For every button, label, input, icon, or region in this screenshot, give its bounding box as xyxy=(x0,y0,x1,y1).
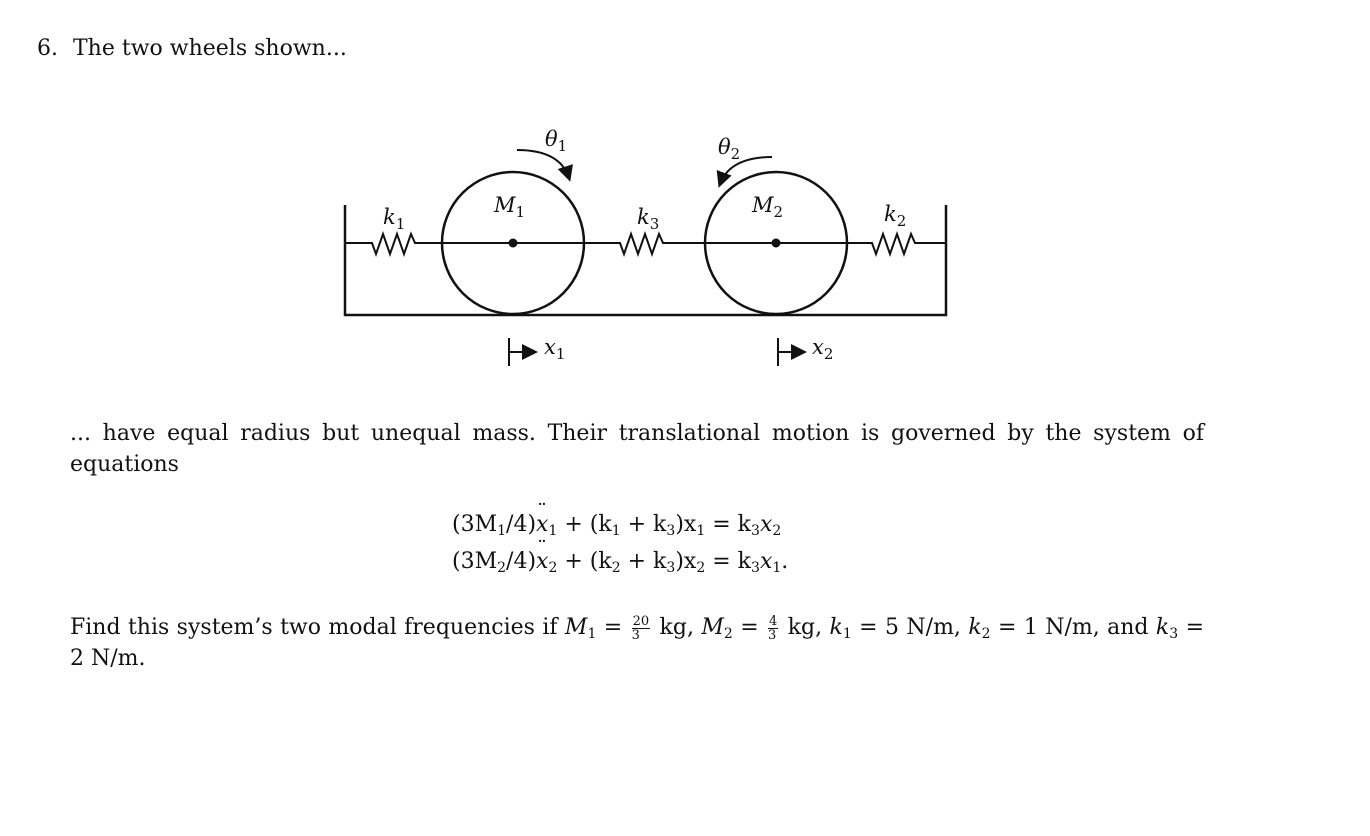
theta1-label: θ1 xyxy=(545,127,567,155)
x1-label: x1 xyxy=(544,335,565,363)
theta2-arrow xyxy=(716,156,773,188)
theta1-arrow xyxy=(516,149,573,182)
k1-label: k1 xyxy=(383,205,405,233)
k2-label: k2 xyxy=(884,202,906,230)
description-paragraph: ... have equal radius but unequal mass. … xyxy=(70,421,1204,477)
x2-marker xyxy=(777,338,803,366)
problem-number: 6. xyxy=(37,36,58,61)
k3-label: k3 xyxy=(637,205,659,233)
two-wheel-spring-diagram: θ1 θ2 M1 M2 k1 k3 k2 x1 x2 xyxy=(343,127,948,375)
m2-label: M2 xyxy=(751,193,783,221)
spring-k1 xyxy=(345,230,513,258)
ground-frame xyxy=(343,205,948,317)
m1-label: M1 xyxy=(493,193,525,221)
equation-system: (3M1/4)x1 + (k1 + k3)x1 = k3x2 (3M2/4)x2… xyxy=(452,493,788,580)
problem-lead-in: The two wheels shown... xyxy=(73,36,347,61)
spring-k2 xyxy=(776,230,946,258)
x1-marker xyxy=(508,338,534,366)
question-paragraph: Find this system’s two modal frequencies… xyxy=(70,613,1205,672)
theta2-label: θ2 xyxy=(718,135,740,163)
equation-2: (3M2/4)x2 + (k2 + k3)x2 = k3x1. xyxy=(452,530,788,580)
equation-1: (3M1/4)x1 + (k1 + k3)x1 = k3x2 xyxy=(452,493,788,543)
problem-heading: 6. The two wheels shown... xyxy=(37,36,347,61)
spring-k3 xyxy=(513,230,776,258)
x2-label: x2 xyxy=(812,335,833,363)
